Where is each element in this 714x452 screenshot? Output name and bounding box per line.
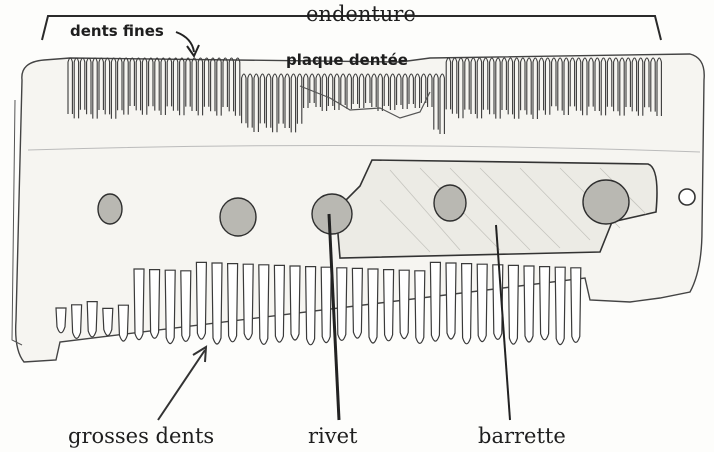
rivet-2 <box>220 198 256 236</box>
rivet-5 <box>583 180 629 224</box>
coarse-tooth <box>430 262 440 341</box>
label-rivet: rivet <box>308 426 358 447</box>
coarse-tooth <box>477 264 487 341</box>
label-barrette: barrette <box>478 426 566 447</box>
label-endenture: endenture <box>306 4 416 25</box>
dents-fines-arrow <box>176 32 194 52</box>
coarse-tooth <box>337 268 347 341</box>
coarse-tooth <box>228 264 238 342</box>
label-plaque-dentee: plaque dentée <box>286 53 408 68</box>
coarse-tooth <box>352 268 362 338</box>
coarse-tooth <box>321 267 331 342</box>
coarse-tooth <box>415 271 425 344</box>
label-grosses-dents: grosses dents <box>68 426 214 447</box>
rivet-3 <box>312 194 352 234</box>
coarse-tooth <box>555 267 565 344</box>
coarse-tooth <box>368 269 378 343</box>
coarse-tooth <box>259 265 269 345</box>
coarse-tooth <box>212 263 222 344</box>
coarse-tooth <box>72 305 82 339</box>
coarse-tooth <box>181 271 191 342</box>
coarse-tooth <box>87 302 97 337</box>
coarse-tooth <box>462 264 472 344</box>
coarse-tooth <box>150 270 160 339</box>
suspension-hole <box>679 189 695 205</box>
grosses-dents-arrow <box>158 350 205 420</box>
coarse-tooth <box>524 266 534 342</box>
coarse-tooth <box>446 263 456 339</box>
rivet-1 <box>98 194 122 224</box>
coarse-tooth <box>134 269 144 340</box>
coarse-tooth <box>508 265 518 344</box>
coarse-tooth <box>243 264 253 339</box>
coarse-tooth <box>399 270 409 338</box>
coarse-tooth <box>384 270 394 341</box>
rivet-4 <box>434 185 466 221</box>
coarse-tooth <box>118 305 128 341</box>
coarse-tooth <box>571 268 581 343</box>
coarse-tooth <box>56 308 66 333</box>
coarse-tooth <box>196 262 206 339</box>
coarse-tooth <box>306 267 316 345</box>
coarse-tooth <box>290 266 300 340</box>
coarse-tooth <box>540 267 550 340</box>
coarse-tooth <box>274 265 284 342</box>
coarse-tooth <box>165 270 175 343</box>
coarse-tooth <box>103 308 113 335</box>
label-dents-fines: dents fines <box>70 24 164 39</box>
